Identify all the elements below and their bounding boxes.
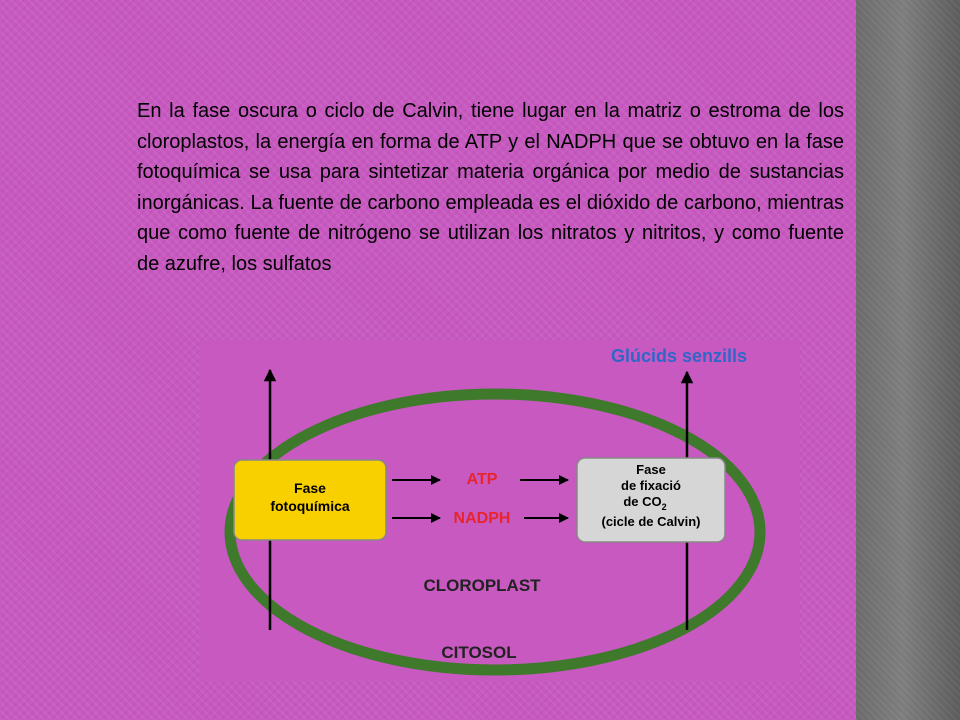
co2-subscript: 2 [662, 502, 667, 512]
photochemical-phase-line1: Fase [294, 480, 326, 496]
co2-fixation-line1: Fase [636, 462, 666, 477]
co2-fixation-line2: de fixació [621, 478, 681, 493]
co2-fixation-line3: de CO2 [623, 494, 666, 512]
slide-body-text: En la fase oscura o ciclo de Calvin, tie… [137, 100, 844, 275]
nadph-label: NADPH [454, 510, 511, 527]
calvin-cycle-diagram: Glúcids senzills Fase fotoquímica Fase d… [200, 340, 800, 680]
photochemical-phase-box [233, 459, 387, 541]
simple-sugars-label: Glúcids senzills [611, 346, 747, 366]
slide-side-bar [856, 0, 960, 720]
photochemical-phase-line2: fotoquímica [270, 498, 350, 514]
co2-fixation-line4: (cicle de Calvin) [602, 514, 701, 529]
co2-fixation-phase-box [576, 457, 726, 543]
chloroplast-label: CLOROPLAST [423, 576, 541, 595]
cytosol-label: CITOSOL [441, 643, 516, 662]
co2-text: de CO [623, 494, 661, 509]
atp-label: ATP [467, 471, 498, 488]
